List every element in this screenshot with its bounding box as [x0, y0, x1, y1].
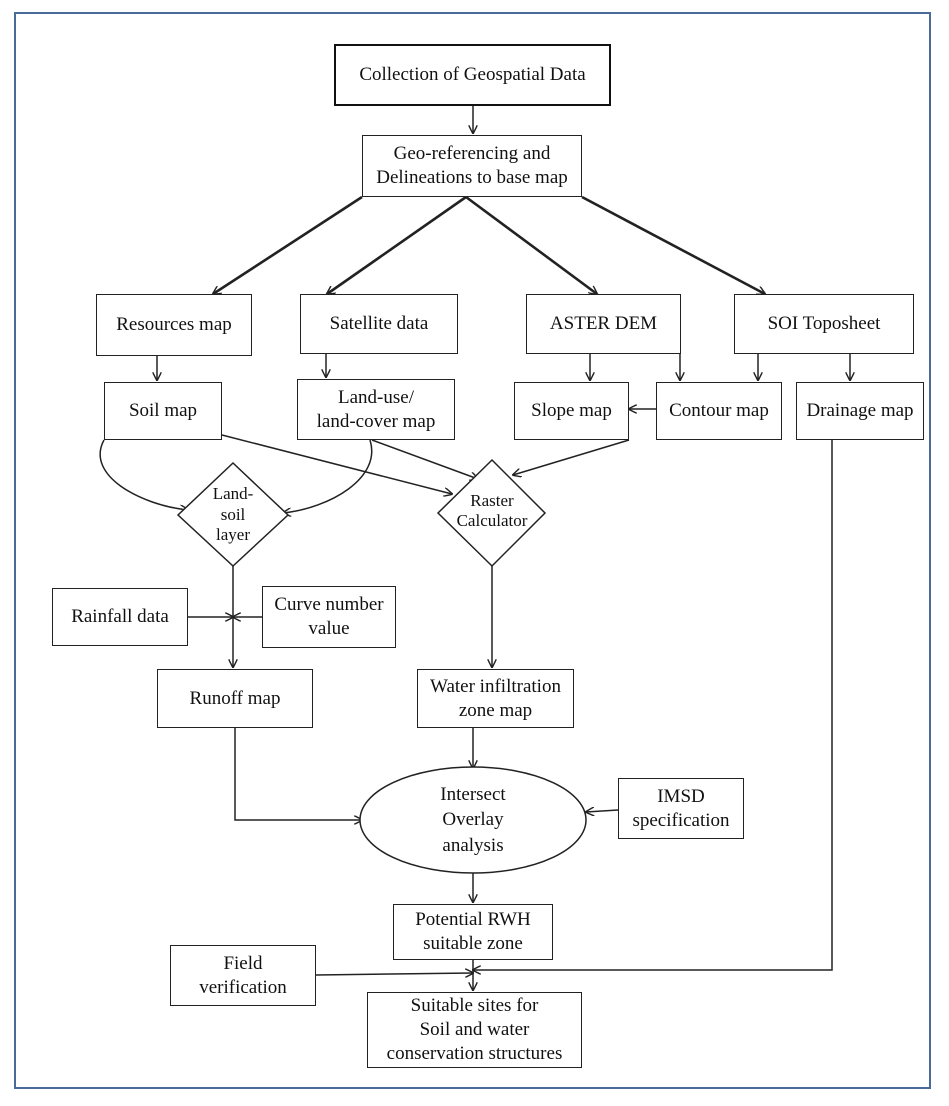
field-box: Field verification — [170, 945, 316, 1006]
satellite-box: Satellite data — [300, 294, 458, 354]
curve-box: Curve number value — [262, 586, 396, 648]
infiltration-box: Water infiltration zone map — [417, 669, 574, 728]
collection-box: Collection of Geospatial Data — [334, 44, 611, 106]
intersect-text: Intersect Overlay analysis — [440, 783, 506, 856]
contour-box: Contour map — [656, 382, 782, 440]
arrow-landuse-raster — [371, 439, 478, 479]
soi-box: SOI Toposheet — [734, 294, 914, 354]
rainfall-box: Rainfall data — [52, 588, 188, 646]
imsd-box: IMSD specification — [618, 778, 744, 839]
arrow-georef-resources — [213, 195, 363, 294]
contour-text: Contour map — [669, 400, 769, 422]
arrow-runoff-intersect — [234, 728, 362, 820]
drainage-box: Drainage map — [796, 382, 924, 440]
arrow-soil-raster — [221, 434, 452, 494]
curve-soil-landsoil — [99, 439, 188, 510]
aster-box: ASTER DEM — [526, 294, 681, 354]
runoff-text: Runoff map — [189, 687, 281, 709]
landsoil-diamond — [176, 461, 290, 568]
soil-text: Soil map — [128, 400, 198, 422]
arrow-slope-raster — [513, 439, 630, 475]
infiltration-text: Water infiltration zone map — [430, 675, 561, 721]
resources-text: Resources map — [116, 314, 232, 336]
raster-diamond — [436, 458, 547, 568]
potential-text: Potential RWH suitable zone — [415, 909, 531, 954]
arrow-georef-aster — [465, 195, 597, 294]
landuse-text: Land-use/ land-cover map — [316, 386, 436, 432]
runoff-box: Runoff map — [157, 669, 313, 728]
field-text: Field verification — [199, 952, 287, 998]
georef-text: Geo-referencing and Delineations to base… — [376, 143, 568, 188]
drainage-text: Drainage map — [806, 400, 914, 422]
resources-box: Resources map — [96, 294, 252, 356]
intersect-label: Intersect Overlay analysis — [388, 777, 558, 863]
soil-box: Soil map — [104, 382, 222, 440]
slope-text: Slope map — [531, 400, 612, 422]
curve-landuse-landsoil — [283, 439, 373, 513]
landuse-box: Land-use/ land-cover map — [297, 379, 455, 440]
raster-label: Raster Calculator — [448, 486, 536, 536]
raster-text: Raster Calculator — [456, 490, 528, 530]
arrow-imsd-intersect — [586, 810, 619, 812]
landsoil-text: Land- soil layer — [212, 484, 254, 545]
rainfall-text: Rainfall data — [71, 606, 169, 628]
landsoil-label: Land- soil layer — [193, 478, 273, 552]
imsd-text: IMSD specification — [632, 785, 730, 831]
arrow-drainage-join — [473, 440, 833, 970]
curve-text: Curve number value — [274, 594, 384, 639]
arrow-field-join — [315, 973, 473, 975]
arrow-georef-soi — [581, 195, 765, 294]
collection-text: Collection of Geospatial Data — [359, 64, 586, 86]
satellite-text: Satellite data — [329, 313, 429, 335]
potential-box: Potential RWH suitable zone — [393, 904, 553, 960]
slope-box: Slope map — [514, 382, 629, 440]
arrow-georef-satellite — [327, 195, 467, 294]
aster-text: ASTER DEM — [549, 313, 658, 335]
suitable-text: Suitable sites for Soil and water conser… — [386, 995, 563, 1064]
intersect-ellipse — [359, 766, 587, 874]
georef-box: Geo-referencing and Delineations to base… — [362, 135, 582, 197]
soi-text: SOI Toposheet — [767, 313, 881, 335]
suitable-box: Suitable sites for Soil and water conser… — [367, 992, 582, 1068]
